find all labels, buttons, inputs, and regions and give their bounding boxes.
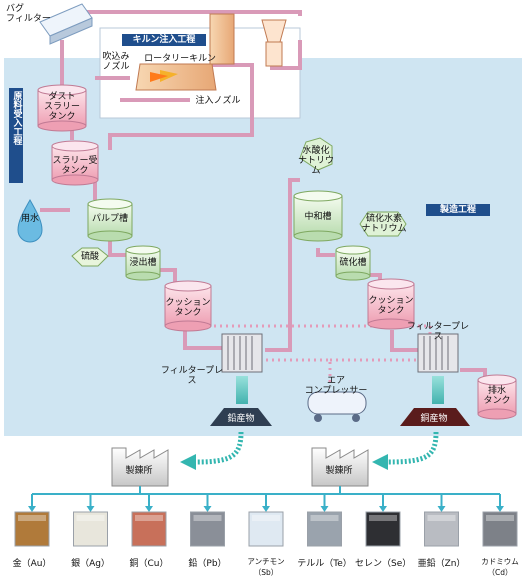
product-label: 鉛（Pb）	[188, 559, 227, 569]
smelter-2-icon	[311, 447, 369, 487]
inject-nozzle-label: 注入ノズル	[195, 96, 241, 106]
neutral-tank-shape	[293, 190, 343, 242]
product-arrow-head	[496, 506, 504, 512]
product-label: アンチモン（Sb）	[247, 557, 285, 577]
lead-product-label: 鉛産物	[227, 414, 255, 424]
cushion-tank-1-label: クッション タンク	[165, 298, 211, 318]
product-image-highlight	[486, 515, 514, 521]
bag-filter-label: バグ フィルター	[6, 4, 51, 24]
sulfuric-acid-hexagon	[71, 247, 109, 267]
product-image-highlight	[18, 515, 46, 521]
product-image	[365, 511, 401, 547]
product-image-highlight	[76, 515, 105, 521]
product-image	[482, 511, 518, 547]
dust-slurry-tank-label: ダスト スラリー タンク	[43, 92, 80, 122]
product-image-highlight	[193, 515, 222, 521]
lead-output-flow	[236, 376, 248, 404]
slurry-tank-shape	[51, 140, 99, 186]
product-label: 金（Au）	[12, 559, 52, 569]
drain-tank-label: 排水 タンク	[483, 386, 511, 406]
product-image	[14, 511, 50, 547]
product-image	[248, 511, 284, 547]
water-drop-icon	[17, 198, 43, 243]
rotary-kiln-label: ロータリーキルン	[144, 54, 216, 64]
slurry-tank-label: スラリー受 タンク	[52, 156, 98, 176]
product-image	[73, 511, 108, 547]
product-image-highlight	[252, 515, 280, 521]
arrow-head-1	[180, 454, 196, 470]
raw-intake-text: 原料受入工程	[11, 91, 22, 145]
naoh-label: 水酸化 ナトリウム	[297, 146, 334, 176]
product-arrow-head	[379, 506, 387, 512]
copper-product-badge	[400, 408, 470, 426]
sulfuric-acid-label: 硫酸	[80, 252, 99, 262]
product-distribution-lines	[32, 486, 500, 495]
product-image-highlight	[427, 515, 456, 521]
naoh-hexagon	[299, 137, 333, 171]
product-image	[307, 511, 342, 547]
pulp-tank-label: パルプ槽	[91, 214, 128, 224]
rotary-kiln-group	[135, 13, 287, 91]
product-arrow-head	[203, 506, 212, 512]
copper-product-label: 銅産物	[420, 414, 448, 424]
product-image-highlight	[135, 515, 163, 521]
manufacturing-banner: 製造工程	[426, 204, 490, 216]
product-arrow-head	[28, 506, 36, 512]
product-arrow-head	[320, 506, 329, 512]
product-image	[131, 511, 167, 547]
product-arrow-head	[262, 506, 270, 512]
leach-tank-label: 浸出槽	[129, 258, 157, 268]
product-branches	[28, 494, 504, 512]
product-image-highlight	[369, 515, 397, 521]
sulfide-tank-shape	[335, 245, 371, 281]
neutral-tank-label: 中和槽	[304, 212, 332, 222]
product-label: カドミウム（Cd）	[481, 557, 519, 577]
bag-filter	[39, 3, 93, 45]
blow-nozzle-label: 吹込み ノズル	[102, 52, 130, 72]
smelter-flow-arrows	[195, 431, 439, 465]
filter-press-1-shape	[221, 333, 263, 373]
product-image	[190, 511, 225, 547]
product-label: セレン（Se）	[355, 559, 412, 569]
smelter-1-label: 製錬所	[125, 466, 153, 476]
dust-slurry-tank-shape	[37, 84, 87, 132]
smelter-2-label: 製錬所	[325, 466, 353, 476]
arrow-head-2	[372, 454, 388, 470]
nahs-label: 硫化水素 ナトリウム	[361, 214, 407, 234]
product-label: 銅（Cu）	[129, 559, 169, 569]
copper-output-flow	[432, 376, 444, 404]
nahs-hexagon	[359, 211, 407, 237]
kiln-process-banner: キルン注入工程	[122, 34, 206, 46]
air-compressor-icon	[307, 391, 367, 422]
process-area-background	[4, 58, 522, 436]
filter-press-2-label: フィルタープレス	[406, 322, 470, 342]
product-label: 銀（Ag）	[71, 559, 110, 569]
cushion-tank-2-shape	[367, 278, 415, 330]
water-label: 用水	[20, 214, 39, 224]
product-label: テルル（Te）	[297, 559, 352, 569]
product-arrow-head	[145, 506, 153, 512]
raw-intake-banner: 原料受入工程	[9, 88, 23, 183]
product-image	[424, 511, 459, 547]
product-label: 亜鉛（Zn）	[417, 559, 466, 569]
filter-press-1-label: フィルタープレス	[160, 366, 224, 386]
smelter-1-icon	[111, 447, 169, 487]
product-images	[14, 511, 518, 547]
filter-press-2-shape	[417, 333, 459, 373]
pulp-tank-shape	[87, 198, 133, 242]
cushion-tank-2-label: クッション タンク	[368, 296, 414, 316]
air-compressor-label: エア コンプレッサー	[304, 376, 368, 396]
cushion-tank-1-shape	[164, 280, 212, 332]
product-image-highlight	[310, 515, 339, 521]
sulfide-tank-label: 硫化槽	[339, 258, 367, 268]
drain-tank-shape	[477, 374, 517, 420]
product-arrow-head	[86, 506, 95, 512]
product-arrow-head	[437, 506, 446, 512]
leach-tank-shape	[125, 245, 161, 281]
lead-product-badge	[210, 408, 272, 426]
